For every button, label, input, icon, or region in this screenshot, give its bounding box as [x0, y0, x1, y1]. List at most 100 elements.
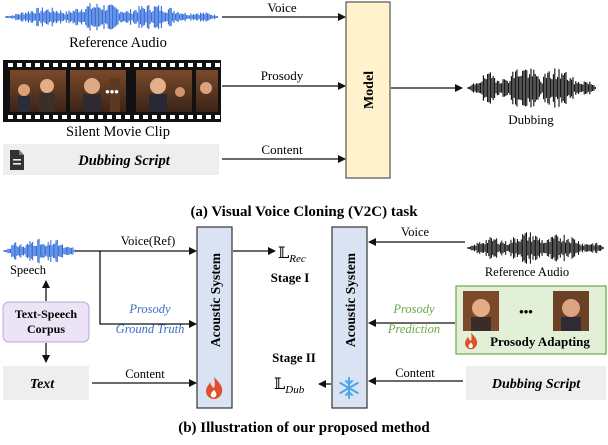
reference-audio-label: Reference Audio [69, 35, 167, 51]
film-sprocket-hole [116, 115, 121, 119]
film-sprocket-hole [152, 115, 157, 119]
prosody-pred-label-1: Prosody [392, 302, 435, 316]
film-sprocket-hole [17, 63, 22, 67]
fire-icon [465, 332, 478, 350]
model-label: Model [362, 71, 377, 109]
film-sprocket-hole [98, 115, 103, 119]
film-sprocket-hole [80, 63, 85, 67]
film-sprocket-hole [89, 63, 94, 67]
film-sprocket-hole [89, 115, 94, 119]
film-sprocket-hole [179, 115, 184, 119]
film-sprocket-hole [215, 115, 220, 119]
film-sprocket-hole [26, 115, 31, 119]
film-sprocket-hole [80, 115, 85, 119]
prosody-ground-truth-arrow [99, 251, 197, 328]
dubbing-script-right-label: Dubbing Script [491, 377, 581, 392]
prosody-gt-label-2: Ground Truth [116, 322, 185, 336]
film-frame-2 [70, 70, 126, 112]
dubbing-output-label: Dubbing [508, 112, 554, 127]
film-sprocket-hole [143, 115, 148, 119]
film-sprocket-hole [62, 63, 67, 67]
film-sprocket-hole [197, 115, 202, 119]
rec-loss: 𝕃Rec [278, 245, 306, 265]
film-frame-1 [10, 70, 66, 112]
text-label: Text [30, 377, 55, 392]
snowflake-icon [339, 377, 359, 399]
film-sprocket-hole [71, 63, 76, 67]
film-ellipsis: ••• [105, 84, 119, 99]
prosody-arrow-label: Prosody [261, 68, 304, 83]
voice-arrow-label: Voice [267, 0, 297, 15]
acoustic-system-right [331, 226, 368, 409]
film-sprocket-hole [143, 63, 148, 67]
dub-loss-subscript: Dub [284, 384, 304, 396]
film-sprocket-hole [53, 63, 58, 67]
silent-movie-filmstrip: ••• [3, 60, 221, 122]
dubbing-waveform [467, 68, 596, 108]
reference-audio-waveform-right [467, 232, 604, 264]
corpus-label-line-1: Text-Speech [15, 307, 78, 321]
film-sprocket-hole [17, 115, 22, 119]
content-right-label: Content [395, 366, 435, 380]
content-arrow-label: Content [261, 142, 303, 157]
film-sprocket-hole [152, 63, 157, 67]
acoustic-left-label: Acoustic System [208, 252, 223, 347]
voice-right-label: Voice [401, 225, 430, 239]
stage-1-label: Stage I [271, 270, 310, 285]
film-sprocket-hole [161, 63, 166, 67]
part-a: Reference Audio [3, 0, 596, 220]
speech-label: Speech [10, 263, 47, 277]
film-sprocket-hole [206, 115, 211, 119]
film-sprocket-hole [62, 115, 67, 119]
film-sprocket-hole [116, 63, 121, 67]
speech-waveform [3, 238, 77, 264]
dub-loss: 𝕃Dub [274, 376, 305, 396]
prosody-frame-1 [463, 291, 499, 331]
film-sprocket-hole [161, 115, 166, 119]
prosody-gt-label-1: Prosody [128, 302, 171, 316]
film-sprocket-hole [170, 115, 175, 119]
dub-loss-symbol: 𝕃 [274, 376, 285, 393]
acoustic-right-label: Acoustic System [343, 252, 358, 347]
text-box [3, 366, 89, 400]
dubbing-script-box [3, 144, 219, 175]
film-sprocket-hole [44, 115, 49, 119]
film-sprocket-hole [134, 63, 139, 67]
prosody-frame-2 [553, 291, 589, 331]
stage-2-label: Stage II [272, 350, 316, 365]
part-b: Speech Text-Speech Corpus Text Voice(Ref… [2, 225, 607, 436]
rec-loss-symbol: 𝕃 [278, 245, 289, 262]
film-frame-3 [136, 70, 192, 112]
film-sprocket-hole [188, 63, 193, 67]
prosody-ellipsis: ••• [519, 304, 533, 319]
silent-movie-label: Silent Movie Clip [66, 124, 170, 140]
rec-loss-subscript: Rec [288, 253, 306, 265]
film-sprocket-hole [215, 63, 220, 67]
dubbing-script-box-right [466, 366, 606, 400]
film-sprocket-hole [107, 63, 112, 67]
prosody-pred-label-2: Prediction [387, 322, 440, 336]
film-sprocket-hole [35, 115, 40, 119]
film-sprocket-hole [125, 63, 130, 67]
corpus-label-line-2: Corpus [27, 322, 65, 336]
voice-ref-label: Voice(Ref) [121, 234, 176, 248]
film-sprocket-hole [26, 63, 31, 67]
film-sprocket-hole [53, 115, 58, 119]
film-frame-4 [196, 70, 218, 112]
film-sprocket-hole [179, 63, 184, 67]
film-sprocket-hole [134, 115, 139, 119]
film-sprocket-hole [188, 115, 193, 119]
prosody-adapting-label: Prosody Adapting [490, 334, 590, 349]
film-sprocket-hole [206, 63, 211, 67]
reference-audio-waveform [5, 3, 218, 31]
model-box [345, 1, 391, 179]
film-sprocket-hole [197, 63, 202, 67]
film-sprocket-hole [44, 63, 49, 67]
caption-a: (a) Visual Voice Cloning (V2C) task [190, 204, 418, 220]
film-sprocket-hole [71, 115, 76, 119]
film-sprocket-hole [8, 63, 13, 67]
reference-audio-right-label: Reference Audio [485, 265, 569, 279]
film-sprocket-hole [8, 115, 13, 119]
text-speech-corpus-box [2, 301, 90, 343]
caption-b: (b) Illustration of our proposed method [178, 420, 430, 436]
